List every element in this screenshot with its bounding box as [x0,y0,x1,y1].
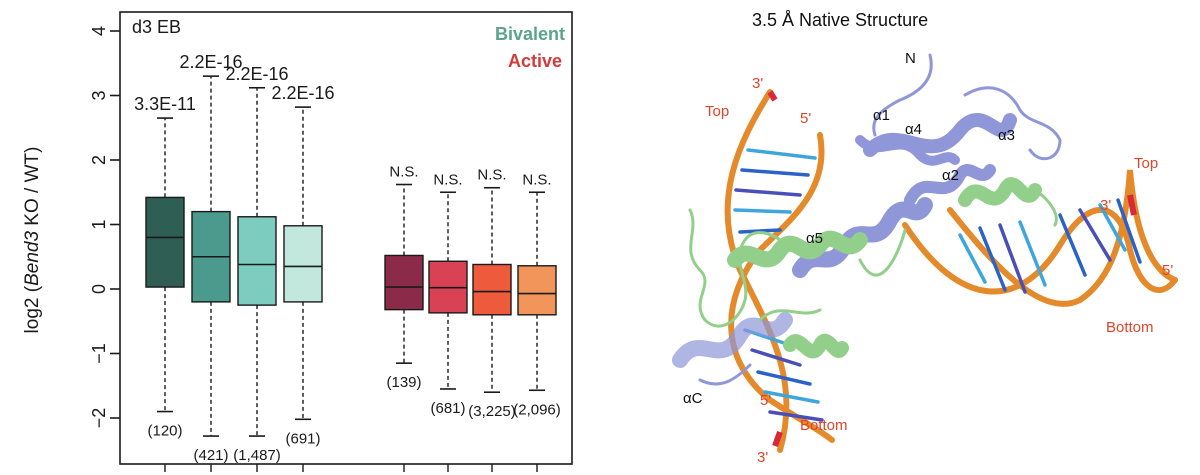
box-1: 3.3E-11 (120) [134,94,196,439]
dna-end-left-bottom [772,430,783,448]
pvalue-label: 2.2E-16 [179,52,242,72]
legend-active: Active [508,51,562,71]
green-loops-left [688,208,792,328]
n-label: (421) [193,447,228,464]
pvalue-label: N.S. [477,167,506,184]
box-2: 2.2E-16 (421) [179,52,242,464]
dna-end-left-top [767,90,778,102]
y-tick-label: 0 [89,284,109,294]
label-left-top: Top [705,103,729,120]
green-helix-lower [727,230,868,268]
n-label: (3,225) [468,403,516,420]
n-label: (691) [285,430,320,447]
n-label: (2,096) [513,401,561,418]
green-loop-lower [758,228,907,322]
y-tick-label: 4 [89,26,109,36]
pvalue-label: 2.2E-16 [271,83,334,103]
dna-bases-right [958,198,1142,294]
green-loop-upper [1033,188,1058,227]
blue-loop-upper [963,86,1062,161]
blue-helix-alphaC [672,312,793,368]
y-tick-label: 1 [89,219,109,229]
label-alphaC: αC [683,390,703,407]
box-body [237,216,277,306]
label-right-top: Top [1134,155,1158,172]
y-axis-label-gene: Bend3 [22,231,43,286]
box-body [283,225,323,303]
dna-end-right-top [1127,194,1137,216]
dna-strand-right-a [902,207,1178,295]
boxes-layer: 3.3E-11(120)2.2E-16(421)2.2E-16(1,487)2.… [134,52,561,464]
box-7: N.S. (3,225) [468,167,516,420]
label-left-3prime-bottom: 3' [757,449,768,466]
protein-green-chain [688,177,1058,359]
y-tick-label: 2 [89,155,109,165]
dna-strand-right-b [947,169,1178,307]
plot-frame [119,11,573,465]
box-body [384,254,424,311]
label-alpha5: α5 [806,230,823,247]
dna-strand-left-a [724,89,790,453]
n-label: (681) [430,400,465,417]
dna-duplex-left [724,89,835,453]
pvalue-label: 3.3E-11 [134,94,196,114]
pvalue-label: N.S. [433,171,462,188]
n-label: (1,487) [233,447,281,464]
blue-helix-alpha2 [904,164,996,206]
structure-panel: 3.5 Å Native Structure [672,10,1178,466]
pvalue-label: N.S. [522,171,551,188]
blue-loop-alphaC [698,363,752,386]
boxplot-panel: −2 −1 0 1 2 3 4 log2 (Bend3 KO / WT) d3 EB Biv… [22,11,573,472]
label-alpha4: α4 [905,121,922,138]
y-axis: −2 −1 0 1 2 3 4 [89,26,120,428]
box-8: N.S. (2,096) [513,171,561,418]
label-alpha2: α2 [942,167,959,184]
label-left-5prime-top: 5' [800,110,811,127]
box-4: 2.2E-16 (691) [271,83,334,447]
label-right-bottom: Bottom [1106,319,1154,336]
y-axis-label-prefix: log2 ( [22,285,43,333]
protein-blue-chain [672,53,1062,386]
label-alpha1: α1 [873,107,890,124]
label-right-5prime: 5' [1162,262,1173,279]
label-left-5prime-bottom: 5' [760,392,771,409]
blue-helix-alpha1 [855,135,960,166]
green-helix-upper [958,177,1042,207]
box-3: 2.2E-16 (1,487) [225,64,288,464]
panel-label: d3 EB [132,17,181,37]
label-left-bottom: Bottom [800,417,848,434]
y-tick-label: 3 [89,90,109,100]
box-body [472,263,512,316]
y-tick-label: −2 [89,408,109,429]
blue-helix-alpha5 [792,197,933,278]
structure-title: 3.5 Å Native Structure [752,10,928,30]
label-n-terminus: N [905,50,916,67]
x-axis-ticks [164,464,538,472]
y-tick-label: −1 [89,343,109,364]
box-body [517,265,557,316]
pvalue-label: 2.2E-16 [225,64,288,84]
label-left-3prime-top: 3' [752,75,763,92]
legend-bivalent: Bivalent [495,24,565,44]
label-right-3prime: 3' [1100,197,1111,214]
blue-loop-n-terminus [872,53,933,137]
box-body [145,196,185,288]
n-label: (120) [147,423,182,440]
label-alpha3: α3 [998,127,1015,144]
dna-duplex-right [902,169,1178,307]
green-helix-bottom [783,333,849,359]
n-label: (139) [386,374,421,391]
y-axis-label: log2 (Bend3 KO / WT) [22,147,43,334]
pvalue-label: N.S. [389,164,418,181]
box-6: N.S. (681) [428,171,468,417]
y-axis-label-suffix: KO / WT) [22,147,43,231]
box-5: N.S. (139) [384,164,424,391]
